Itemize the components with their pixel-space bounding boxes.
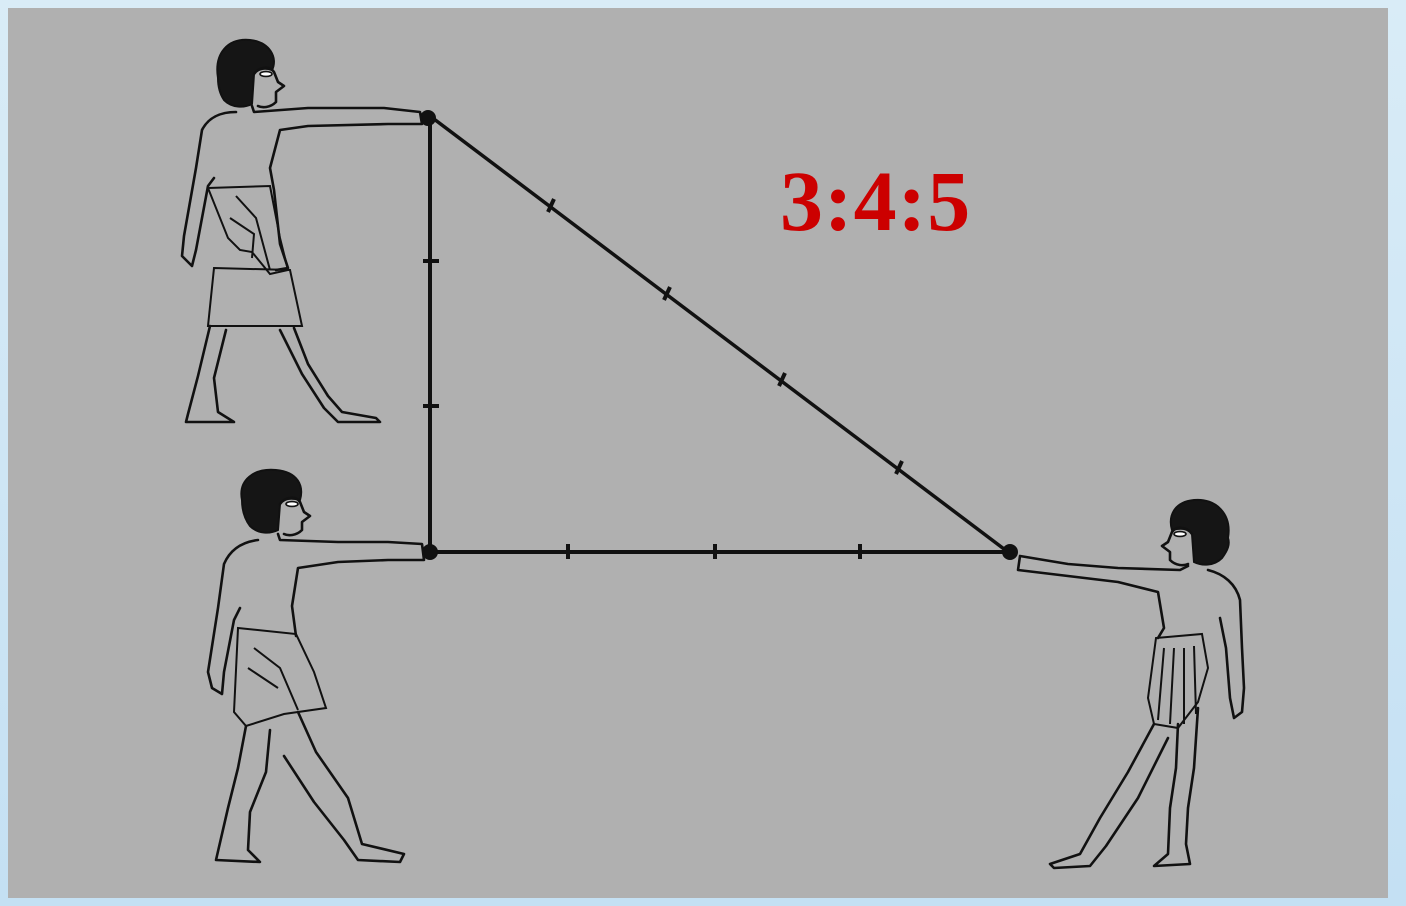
rope-triangle	[420, 110, 1018, 560]
knot-mark	[777, 372, 787, 387]
knot-mark	[662, 286, 672, 301]
egyptian-figure-bottom-right	[1016, 498, 1246, 870]
knot-mark	[546, 198, 556, 213]
diagram-panel: 3:4:5	[8, 8, 1388, 898]
hypotenuse-rope-side	[428, 114, 1010, 554]
knot-mark	[894, 460, 904, 475]
egyptian-figure-bottom-left	[206, 468, 426, 864]
ratio-label: 3:4:5	[780, 153, 972, 249]
corner-knot	[1002, 544, 1018, 560]
egyptian-figure-top	[180, 38, 424, 424]
corner-knot	[422, 544, 438, 560]
corner-knot	[420, 110, 436, 126]
rope-triangle-illustration	[180, 38, 1246, 870]
